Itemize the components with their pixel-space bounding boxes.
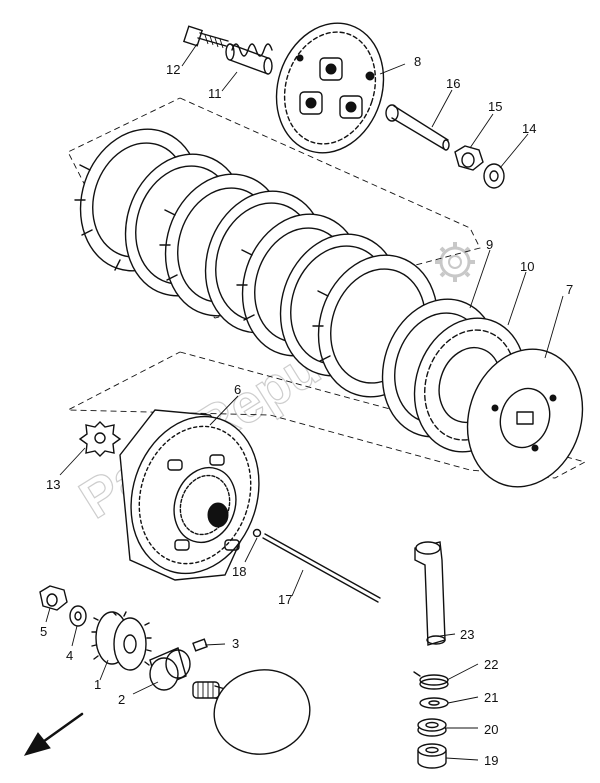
washer-4: [69, 605, 87, 627]
callout-7: 7: [566, 282, 573, 297]
nut-15: [454, 145, 484, 171]
callout-5: 5: [40, 624, 47, 639]
push-rod-17: [262, 533, 381, 603]
callout-17: 17: [278, 592, 292, 607]
callout-16: 16: [446, 76, 460, 91]
pressure-plate-8: [275, 22, 385, 154]
callout-15: 15: [488, 99, 502, 114]
callout-23: 23: [460, 627, 474, 642]
callout-12: 12: [166, 62, 180, 77]
washer-21: [419, 697, 449, 709]
bearing-19: [417, 743, 447, 769]
lock-washer-13: [78, 421, 122, 457]
drive-gear-1: [91, 611, 152, 671]
bolt-12: [182, 25, 229, 49]
callout-19: 19: [484, 753, 498, 768]
callout-14: 14: [522, 121, 536, 136]
callout-10: 10: [520, 259, 534, 274]
plate-group-outline: [67, 97, 587, 479]
callout-8: 8: [414, 54, 421, 69]
callout-20: 20: [484, 722, 498, 737]
spring-11: [225, 43, 273, 75]
callout-labels: 1 2 3 4 5 6 7 8 9 10 11 12 13 14 15 16 1…: [40, 54, 573, 768]
ball-18: [252, 528, 262, 538]
gear-icon: [435, 242, 475, 282]
push-lever-23: [414, 541, 446, 646]
leader-lines: [45, 43, 564, 761]
callout-1: 1: [94, 677, 101, 692]
callout-9: 9: [486, 237, 493, 252]
nut-5: [39, 585, 68, 611]
arrow-icon: [23, 712, 84, 756]
callout-2: 2: [118, 692, 125, 707]
callout-21: 21: [484, 690, 498, 705]
callout-18: 18: [232, 564, 246, 579]
clutch-plate-stack: [74, 128, 439, 398]
push-rod-16: [385, 104, 450, 151]
oil-seal-20: [417, 718, 447, 737]
callout-6: 6: [234, 382, 241, 397]
collar-2: [149, 647, 191, 691]
callout-11: 11: [208, 86, 222, 101]
washer-14: [483, 163, 505, 189]
callout-3: 3: [232, 636, 239, 651]
callout-4: 4: [66, 648, 73, 663]
crankshaft: [192, 669, 311, 755]
clutch-housing-6: [119, 409, 260, 581]
callout-13: 13: [46, 477, 60, 492]
key-3: [192, 638, 208, 652]
callout-22: 22: [484, 657, 498, 672]
spring-22: [413, 671, 449, 690]
